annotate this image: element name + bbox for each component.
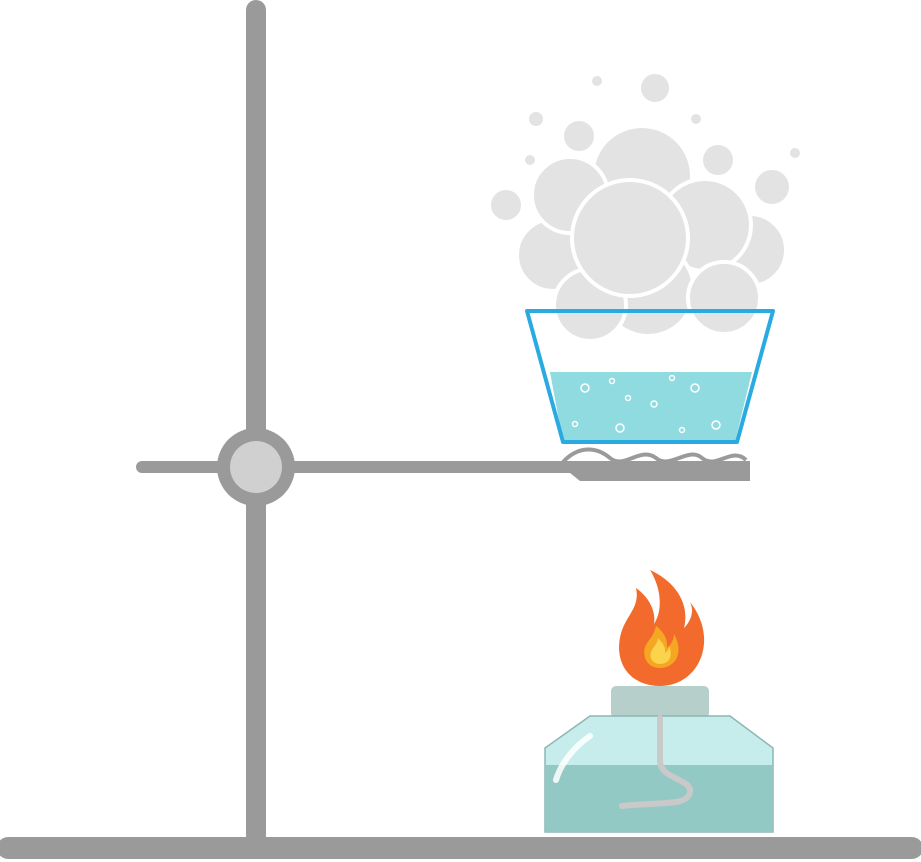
steam-puff <box>699 141 737 179</box>
bubble <box>615 423 625 433</box>
bubble <box>650 400 658 408</box>
water-bubbles <box>571 374 721 434</box>
burner-cap <box>611 686 709 718</box>
bubble <box>711 420 721 430</box>
steam-puff <box>751 166 793 208</box>
wire-gauze <box>561 447 748 464</box>
flame-outer <box>619 570 705 686</box>
steam-puff <box>686 260 762 336</box>
support-plate <box>560 461 750 481</box>
steam-puff <box>637 70 673 106</box>
bubble <box>580 383 590 393</box>
bubble <box>571 420 579 428</box>
bubble <box>668 374 676 382</box>
steam-puff <box>560 117 598 155</box>
bubble <box>624 394 632 402</box>
steam-puff <box>786 144 804 162</box>
steam-puff <box>521 151 539 169</box>
beaker-outline <box>525 309 775 444</box>
steam-puff <box>588 72 606 90</box>
beaker-icon <box>525 309 775 444</box>
burner-liquid <box>546 765 772 831</box>
steam-puff <box>570 178 690 298</box>
spirit-lamp-icon <box>544 686 774 833</box>
bubble <box>608 377 616 385</box>
wick <box>619 715 694 809</box>
clamp-inner <box>230 441 282 493</box>
bubble <box>678 426 686 434</box>
beaker-water <box>550 372 752 442</box>
steam-puff <box>687 110 705 128</box>
flame-icon <box>619 570 705 686</box>
bubble <box>690 383 700 393</box>
flame-core <box>650 638 671 664</box>
steam-cloud-icon <box>487 70 804 343</box>
steam-puff <box>487 186 525 224</box>
steam-puff <box>525 108 547 130</box>
boss-clamp-icon <box>217 428 295 506</box>
glass-highlight <box>553 733 593 783</box>
